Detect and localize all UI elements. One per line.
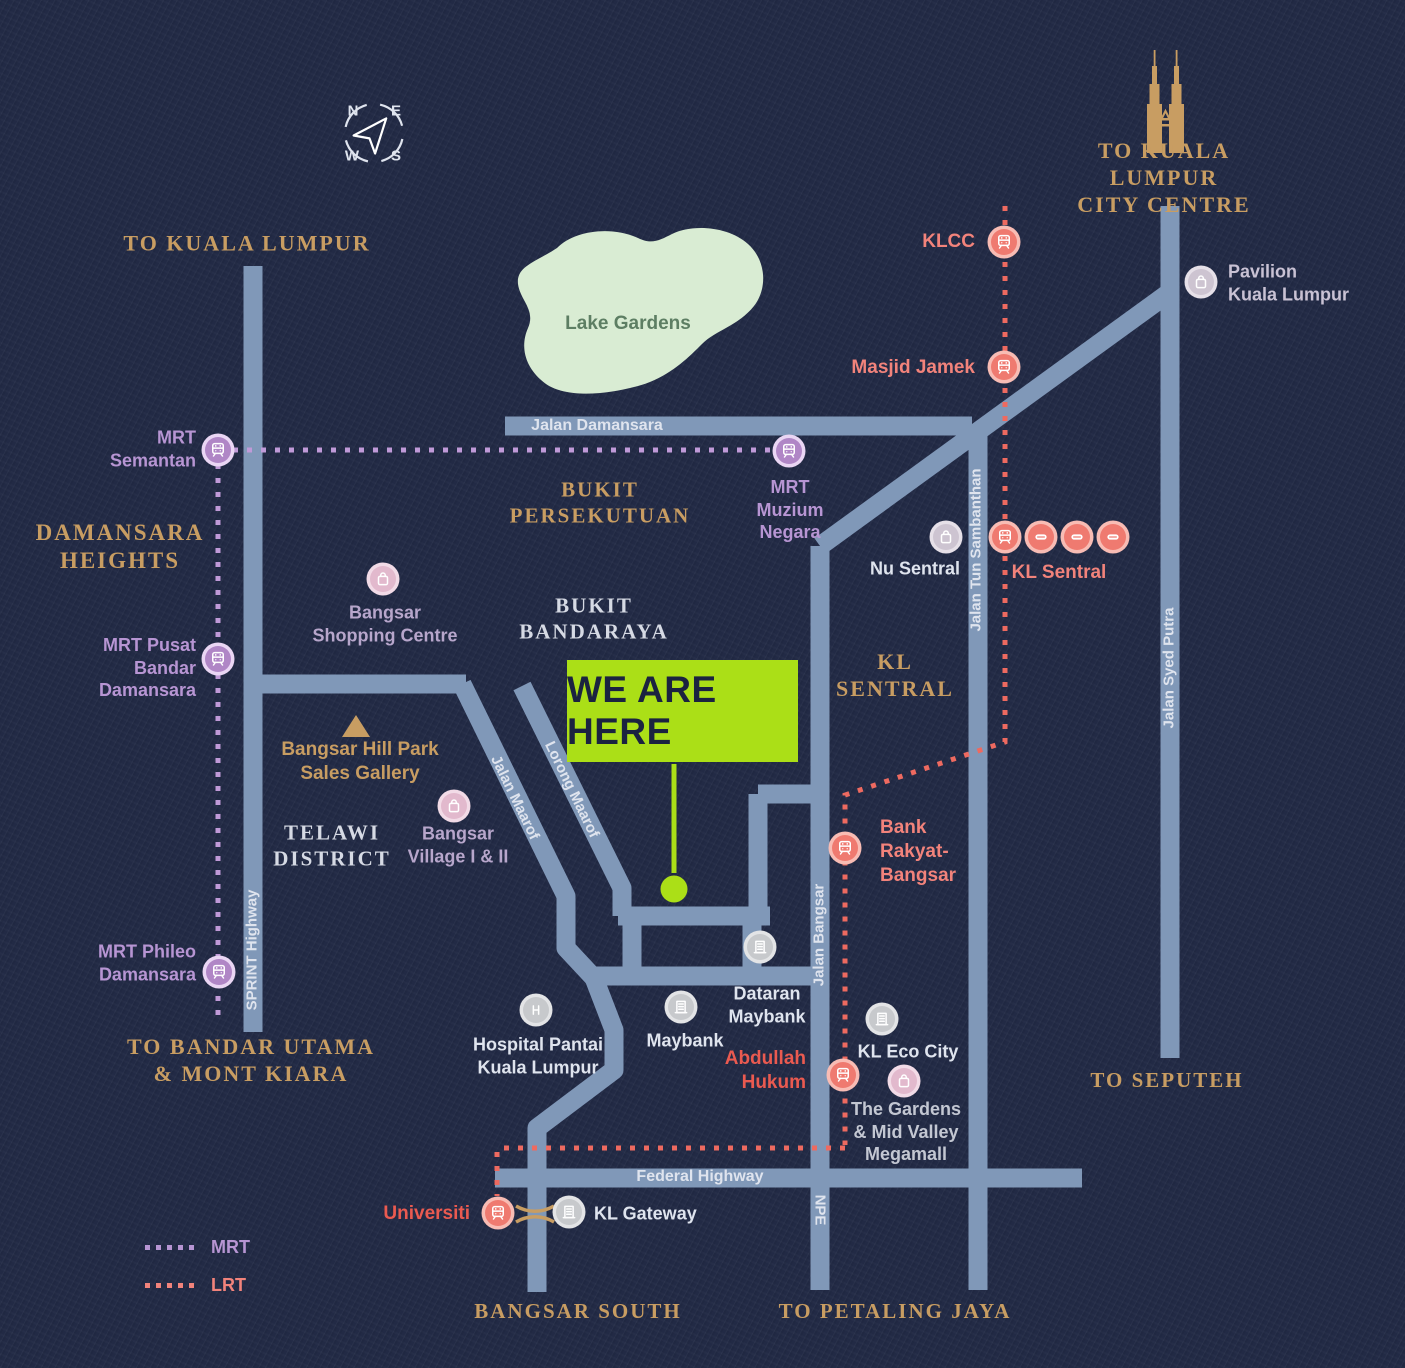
mrt-line-sample-icon [145,1244,197,1250]
lrt-line-sample-icon [145,1282,197,1288]
legend-lrt-row: LRT [145,1272,250,1298]
legend: MRT LRT [145,1234,250,1298]
road-diagonal-kl [814,284,1176,554]
compass-rose: N E W S [332,92,418,178]
we-are-here-label: WE ARE HERE [567,669,717,752]
legend-mrt-label: MRT [211,1236,250,1257]
lake-gardens-shape [517,228,764,394]
road-bangsar-stub [748,784,820,916]
compass-s: S [390,147,402,165]
interchange-link [515,1204,555,1224]
petronas-towers-icon [1147,50,1184,153]
lrt-line [494,206,1008,1196]
we-are-here-banner: WE ARE HERE [567,660,798,762]
compass-w: W [344,147,360,165]
compass-graphic [343,102,405,164]
mrt-line [215,447,772,1015]
compass-needle-icon [352,117,388,155]
road-jalan-maarof [453,679,624,1292]
we-are-here-marker [660,875,688,903]
legend-lrt-label: LRT [211,1274,246,1295]
compass-e: E [390,102,402,120]
road-network [243,206,1180,1292]
legend-mrt-row: MRT [145,1234,250,1260]
compass-n: N [347,102,359,120]
